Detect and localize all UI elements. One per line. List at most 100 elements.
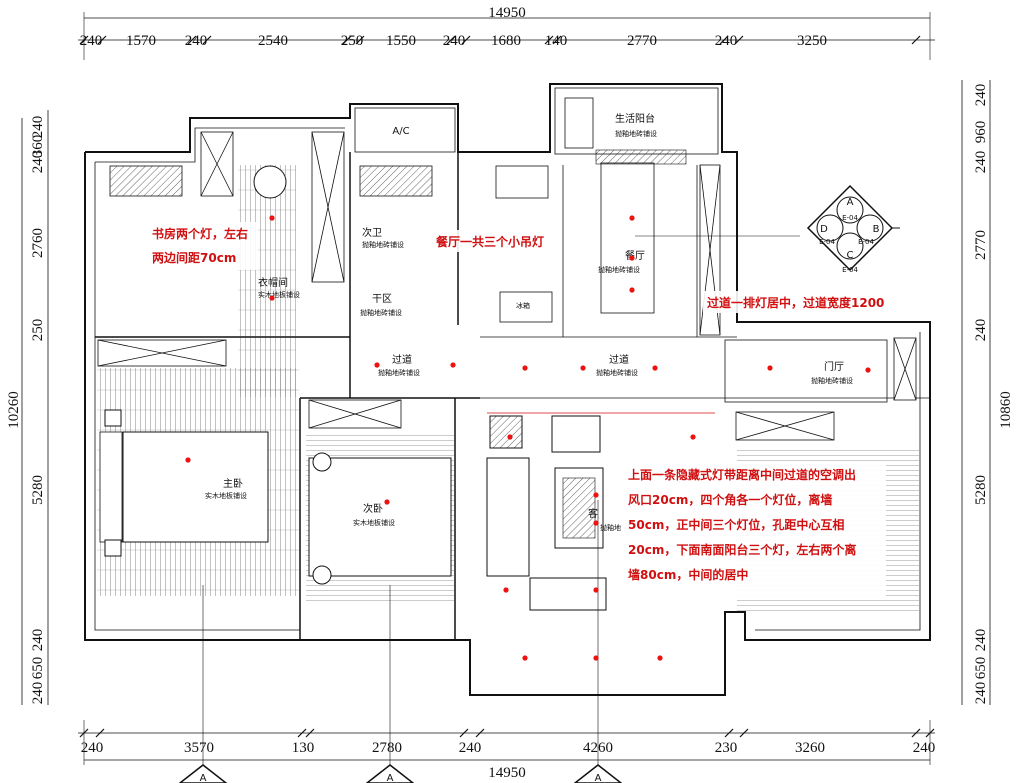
left-dimension-2: 360 xyxy=(30,135,46,158)
annotations: 书房两个灯，左右 两边间距70cm 餐厅一共三个小吊灯 过道一排灯居中，过道宽度… xyxy=(148,222,901,598)
service-balcony-floor: 抛釉地砖铺设 xyxy=(615,129,657,138)
corridor2-name: 过道 xyxy=(609,353,629,366)
bottom-marker-3: A xyxy=(595,773,602,783)
fridge-label: 冰箱 xyxy=(516,301,530,310)
right-dimension-4: 2770 xyxy=(973,230,989,260)
left-dimension-3: 240 xyxy=(30,151,46,174)
right-dimension-10: 240 xyxy=(973,682,989,705)
cabinet-blocks xyxy=(97,131,917,441)
light-point-1 xyxy=(269,215,275,221)
light-point-4 xyxy=(629,255,635,261)
bath2-floor: 抛釉地砖铺设 xyxy=(362,240,404,249)
top-dimension-7: 240 xyxy=(443,33,466,49)
closet-name: 衣帽间 xyxy=(258,276,288,289)
light-point-19 xyxy=(522,655,528,661)
light-point-5 xyxy=(629,287,635,293)
light-point-8 xyxy=(522,365,528,371)
living-room-floor: 抛釉地 xyxy=(600,523,621,532)
dry-area-floor: 抛釉地砖铺设 xyxy=(360,308,402,317)
section-letter-d: D xyxy=(820,224,828,235)
corridor1-name: 过道 xyxy=(392,353,412,366)
right-dimension-2: 960 xyxy=(973,121,989,144)
top-dimension-12: 3250 xyxy=(797,33,827,49)
light-point-23 xyxy=(384,499,390,505)
light-point-7 xyxy=(450,362,456,368)
living-room-name: 客 xyxy=(588,507,598,520)
foyer-name: 门厅 xyxy=(824,360,844,373)
dining-floor: 抛釉地砖铺设 xyxy=(598,265,640,274)
corridor-note: 过道一排灯居中，过道宽度1200 xyxy=(707,295,884,310)
bath2-name: 次卫 xyxy=(362,226,382,239)
bottom-marker-1: A xyxy=(200,773,207,783)
dining-note: 餐厅一共三个小吊灯 xyxy=(436,234,544,249)
living-note-line2: 风口20cm，四个角各一个灯位，离墙 xyxy=(628,492,832,507)
master-bedroom-floor: 实木地板铺设 xyxy=(205,491,247,500)
section-ref-a: E-04 xyxy=(842,214,858,222)
left-dimension-4: 2760 xyxy=(30,228,46,258)
right-dimension-1: 240 xyxy=(973,84,989,107)
bottom-marker-2: A xyxy=(387,773,394,783)
living-note-line4: 20cm，下面南面阳台三个灯，左右两个离 xyxy=(628,542,856,557)
study-note-line1: 书房两个灯，左右 xyxy=(152,226,248,241)
light-point-10 xyxy=(652,365,658,371)
section-ref-b: E-04 xyxy=(858,238,874,246)
dining-name: 餐厅 xyxy=(625,249,645,262)
living-note-line5: 墙80cm，中间的居中 xyxy=(628,567,748,582)
side-dimension-lines xyxy=(21,80,991,705)
right-dimension-5: 240 xyxy=(973,319,989,342)
left-dimension-8: 240 xyxy=(30,629,46,652)
top-dimension-8: 1680 xyxy=(491,33,521,49)
furniture xyxy=(99,97,687,611)
left-dimension-7: 5280 xyxy=(30,475,46,505)
light-point-20 xyxy=(593,655,599,661)
section-ref-d: E-04 xyxy=(819,238,835,246)
light-points xyxy=(185,215,871,661)
light-point-18 xyxy=(593,587,599,593)
right-dimension-8: 240 xyxy=(973,629,989,652)
ac-label: A/C xyxy=(392,126,409,137)
light-point-22 xyxy=(185,457,191,463)
top-dimension-4: 2540 xyxy=(258,33,288,49)
top-dimension-lines xyxy=(78,12,935,60)
left-dimension-10: 240 xyxy=(30,682,46,705)
light-point-3 xyxy=(629,215,635,221)
right-dimension-9: 650 xyxy=(973,657,989,680)
living-note-line3: 50cm，正中间三个灯位，孔距中心互相 xyxy=(628,517,844,532)
second-bedroom-name: 次卧 xyxy=(363,502,383,515)
dry-area-name: 干区 xyxy=(372,293,392,305)
top-dimension-1: 240 xyxy=(80,33,103,49)
left-dimension-5: 250 xyxy=(30,319,46,342)
top-total-dimension: 14950 xyxy=(488,5,526,21)
top-dimension-2: 1570 xyxy=(126,33,156,49)
top-dimension-11: 240 xyxy=(715,33,738,49)
top-dimension-10: 2770 xyxy=(627,33,657,49)
bottom-dimension-5: 240 xyxy=(459,740,482,756)
left-dimension-1: 240 xyxy=(30,116,46,139)
corridor2-floor: 抛釉地砖铺设 xyxy=(596,368,638,377)
section-ref-c: E-04 xyxy=(842,266,858,274)
light-point-16 xyxy=(593,520,599,526)
closet-floor: 实木地板铺设 xyxy=(258,290,300,299)
bottom-total-dimension: 14950 xyxy=(488,765,526,781)
living-note-line1: 上面一条隐藏式灯带距离中间过道的空调出 xyxy=(628,467,856,482)
closet-wood-floor xyxy=(238,165,296,397)
top-dimension-5: 250 xyxy=(341,33,364,49)
light-point-13 xyxy=(507,434,513,440)
right-dimension-7: 5280 xyxy=(973,475,989,505)
corridor1-floor: 抛釉地砖铺设 xyxy=(378,368,420,377)
top-dimension-6: 1550 xyxy=(386,33,416,49)
light-point-21 xyxy=(657,655,663,661)
top-dimension-3: 240 xyxy=(185,33,208,49)
light-point-17 xyxy=(503,587,509,593)
study-note-line2: 两边间距70cm xyxy=(152,250,236,265)
bottom-dimension-2: 3570 xyxy=(184,740,214,756)
bottom-section-markers: A A A xyxy=(178,500,623,783)
bottom-dimension-3: 130 xyxy=(292,740,315,756)
left-dimension-9: 650 xyxy=(30,657,46,680)
foyer-floor: 抛釉地砖铺设 xyxy=(811,376,853,385)
master-bedroom-name: 主卧 xyxy=(223,477,243,490)
bottom-dimension-lines xyxy=(78,720,935,765)
